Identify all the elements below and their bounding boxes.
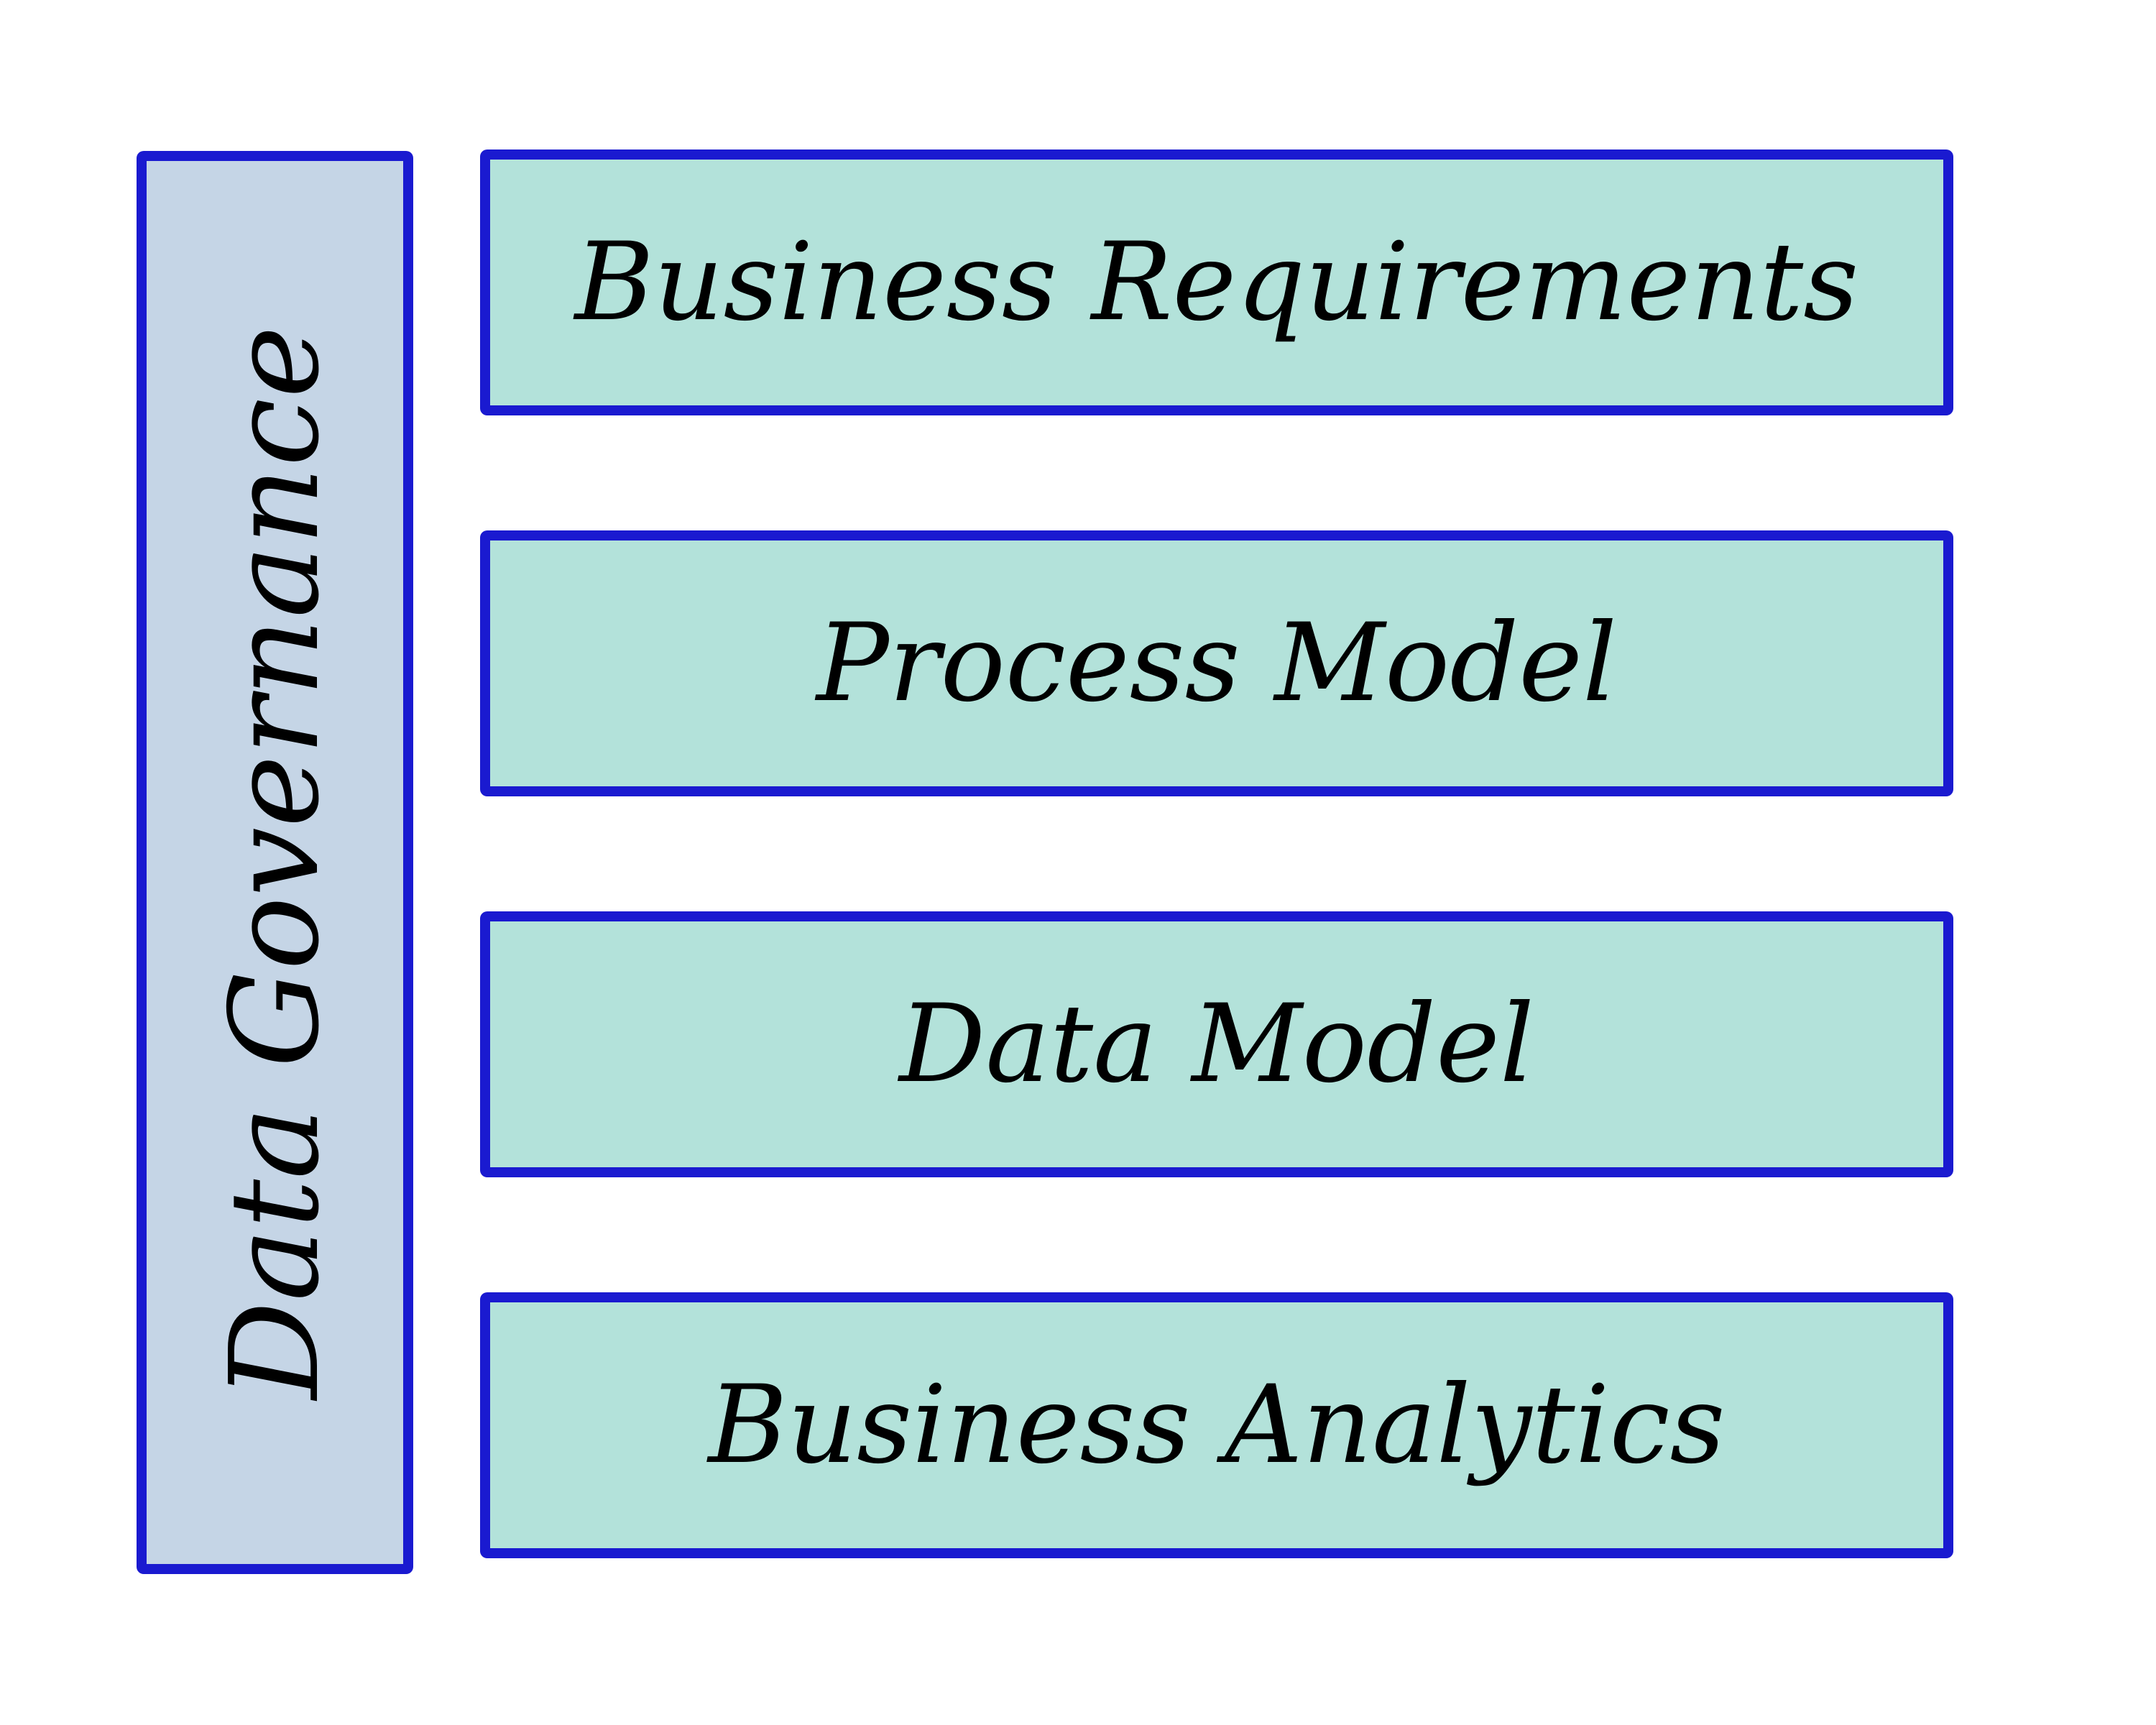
process-model-box: Process Model <box>480 530 1953 796</box>
business-requirements-label: Business Requirements <box>574 220 1859 345</box>
business-analytics-label: Business Analytics <box>708 1363 1726 1488</box>
data-governance-box: Data Governance <box>137 151 413 1574</box>
data-governance-label: Data Governance <box>203 326 346 1399</box>
data-model-label: Data Model <box>899 982 1534 1107</box>
data-model-box: Data Model <box>480 911 1953 1177</box>
business-requirements-box: Business Requirements <box>480 150 1953 415</box>
process-model-label: Process Model <box>816 601 1617 726</box>
business-analytics-box: Business Analytics <box>480 1292 1953 1558</box>
